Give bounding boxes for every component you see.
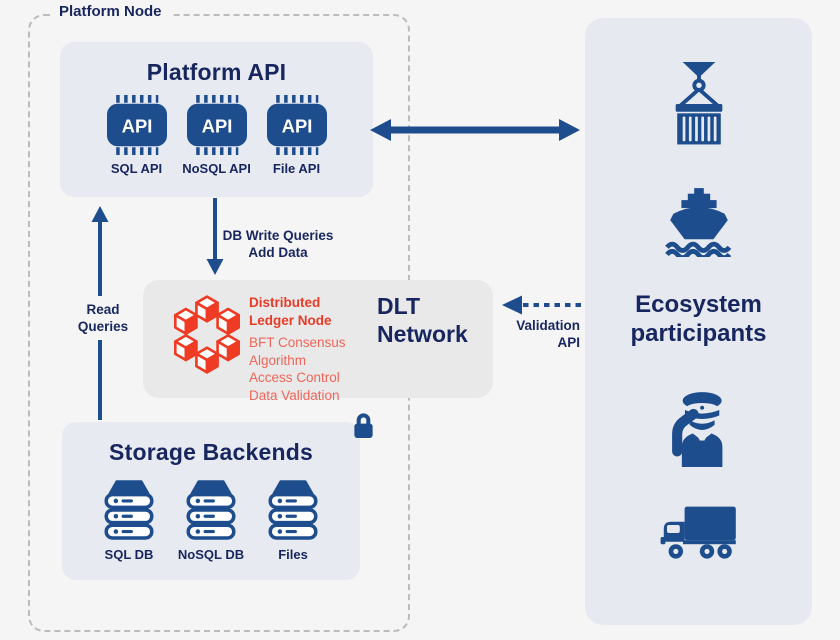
db-write-arrow (206, 198, 224, 275)
database-icon (186, 480, 236, 540)
truck-icon (660, 506, 736, 559)
storage-unit-nosql: NoSQL DB (176, 478, 246, 562)
api-chip-unit-nosql: API NoSQL API (182, 95, 252, 176)
storage-icon-row: SQL DB (62, 478, 360, 562)
dlt-network-title: DLT Network (377, 293, 468, 348)
storage-backends-box: Storage Backends (62, 422, 360, 580)
storage-backends-title: Storage Backends (109, 439, 313, 465)
api-participants-arrow (370, 119, 580, 141)
platform-api-title: Platform API (146, 59, 287, 85)
captain-icon (671, 391, 722, 467)
read-queries-arrow-label: Read Queries (63, 301, 143, 335)
validation-label-line2: API (557, 335, 580, 350)
chip-caption: NoSQL API (182, 161, 251, 176)
ecosystem-title: Ecosystem participants (630, 291, 766, 349)
chip-caption: SQL API (110, 161, 163, 176)
read-queries-arrow (91, 206, 109, 420)
database-icon (268, 480, 318, 540)
db-write-label-line2: Add Data (248, 245, 308, 260)
dlt-node-title-line2: Ledger Node (249, 312, 332, 328)
storage-caption: SQL DB (104, 547, 154, 562)
chip-caption: File API (272, 161, 321, 176)
chip-text: API (201, 116, 232, 137)
db-write-label-line1: DB Write Queries (222, 228, 334, 243)
dlt-feature: Data Validation (249, 387, 340, 403)
api-chip-unit-sql: API SQL API (102, 95, 172, 176)
validation-label-line1: Validation (516, 318, 580, 333)
api-chip-icon: API (266, 95, 327, 155)
dlt-network-box: Distributed Ledger Node BFT Consensus Al… (143, 280, 493, 403)
storage-caption: NoSQL DB (177, 547, 245, 562)
dlt-node-title: Distributed Ledger Node (249, 294, 367, 329)
validation-api-arrow-label: Validation API (488, 317, 580, 351)
read-label-line2: Queries (77, 319, 129, 334)
storage-unit-files: Files (258, 478, 328, 562)
ecosystem-title-line2: participants (630, 319, 767, 347)
platform-api-box: Platform API API SQL API API NoSQL A (60, 42, 373, 197)
storage-caption: Files (278, 547, 308, 562)
dlt-network-title-line1: DLT (377, 293, 421, 319)
lock-icon (354, 413, 373, 438)
ecosystem-panel: Ecosystem participants (585, 18, 812, 625)
dlt-feature-list: BFT Consensus Algorithm Access Control D… (249, 334, 367, 404)
platform-node-label: Platform Node (50, 3, 171, 20)
database-icon (104, 480, 154, 540)
read-label-line1: Read (86, 302, 120, 317)
dlt-feature: Access Control (249, 370, 340, 386)
ecosystem-title-line1: Ecosystem (635, 291, 762, 318)
dlt-feature: BFT Consensus Algorithm (249, 335, 346, 368)
container-crane-icon (675, 62, 722, 145)
api-chip-icon: API (186, 95, 247, 155)
api-chip-icon: API (106, 95, 167, 155)
chip-text: API (281, 116, 312, 137)
storage-unit-sql: SQL DB (94, 478, 164, 562)
validation-api-arrow (502, 295, 586, 315)
chip-text: API (121, 116, 152, 137)
api-chip-unit-file: API File API (262, 95, 332, 176)
dlt-network-title-line2: Network (377, 320, 468, 347)
dlt-node-text: Distributed Ledger Node BFT Consensus Al… (249, 294, 367, 404)
api-chip-row: API SQL API API NoSQL API API (60, 95, 373, 176)
dlt-node-title-line1: Distributed (249, 295, 321, 310)
cargo-ship-icon (664, 188, 731, 257)
distributed-ledger-icon (173, 295, 241, 374)
db-write-arrow-label: DB Write Queries Add Data (218, 227, 338, 261)
